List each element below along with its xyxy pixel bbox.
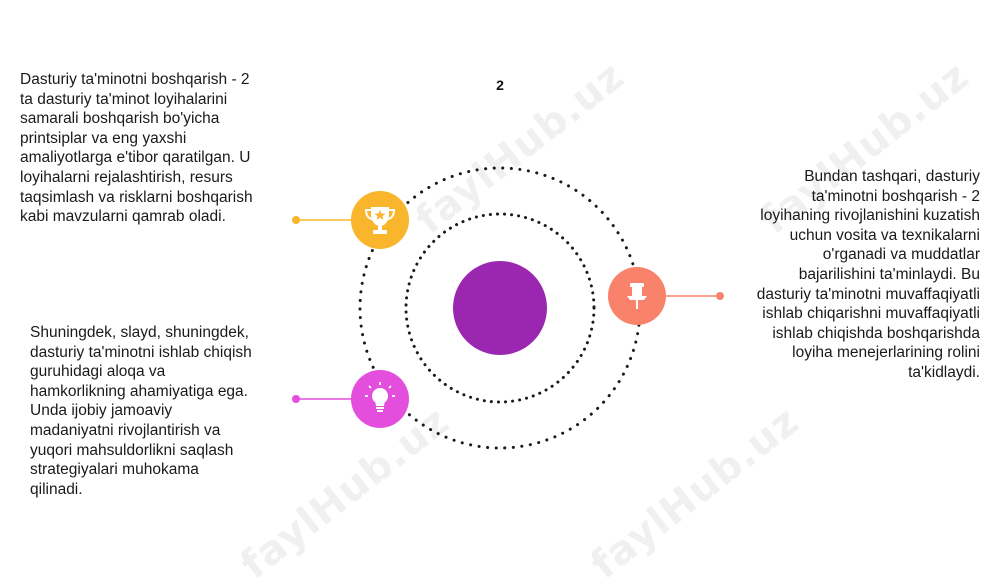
connector-dot-trophy: [292, 216, 300, 224]
text-block-top-left: Dasturiy ta'minotni boshqarish - 2 ta da…: [20, 71, 253, 226]
slide: faylHub.uz faylHub.uz faylHub.uz faylHub…: [20, 53, 980, 588]
lightbulb-icon: [365, 382, 395, 412]
trophy-icon: [364, 207, 396, 234]
text-block-right: Bundan tashqari, dasturiy ta'minotni bos…: [756, 168, 980, 381]
pin-node: [608, 267, 666, 325]
connector-dot-pin: [716, 292, 724, 300]
pushpin-icon: [627, 283, 647, 309]
bulb-node: [351, 370, 409, 428]
inner-orbit: [404, 212, 596, 404]
trophy-node: [351, 191, 409, 249]
page-number: 2: [496, 77, 504, 93]
connector-dot-bulb: [292, 395, 300, 403]
text-block-bottom-left: Shuningdek, slayd, shuningdek, dasturiy …: [30, 324, 252, 498]
orbit-diagram: [292, 166, 724, 450]
center-circle: [453, 261, 547, 355]
